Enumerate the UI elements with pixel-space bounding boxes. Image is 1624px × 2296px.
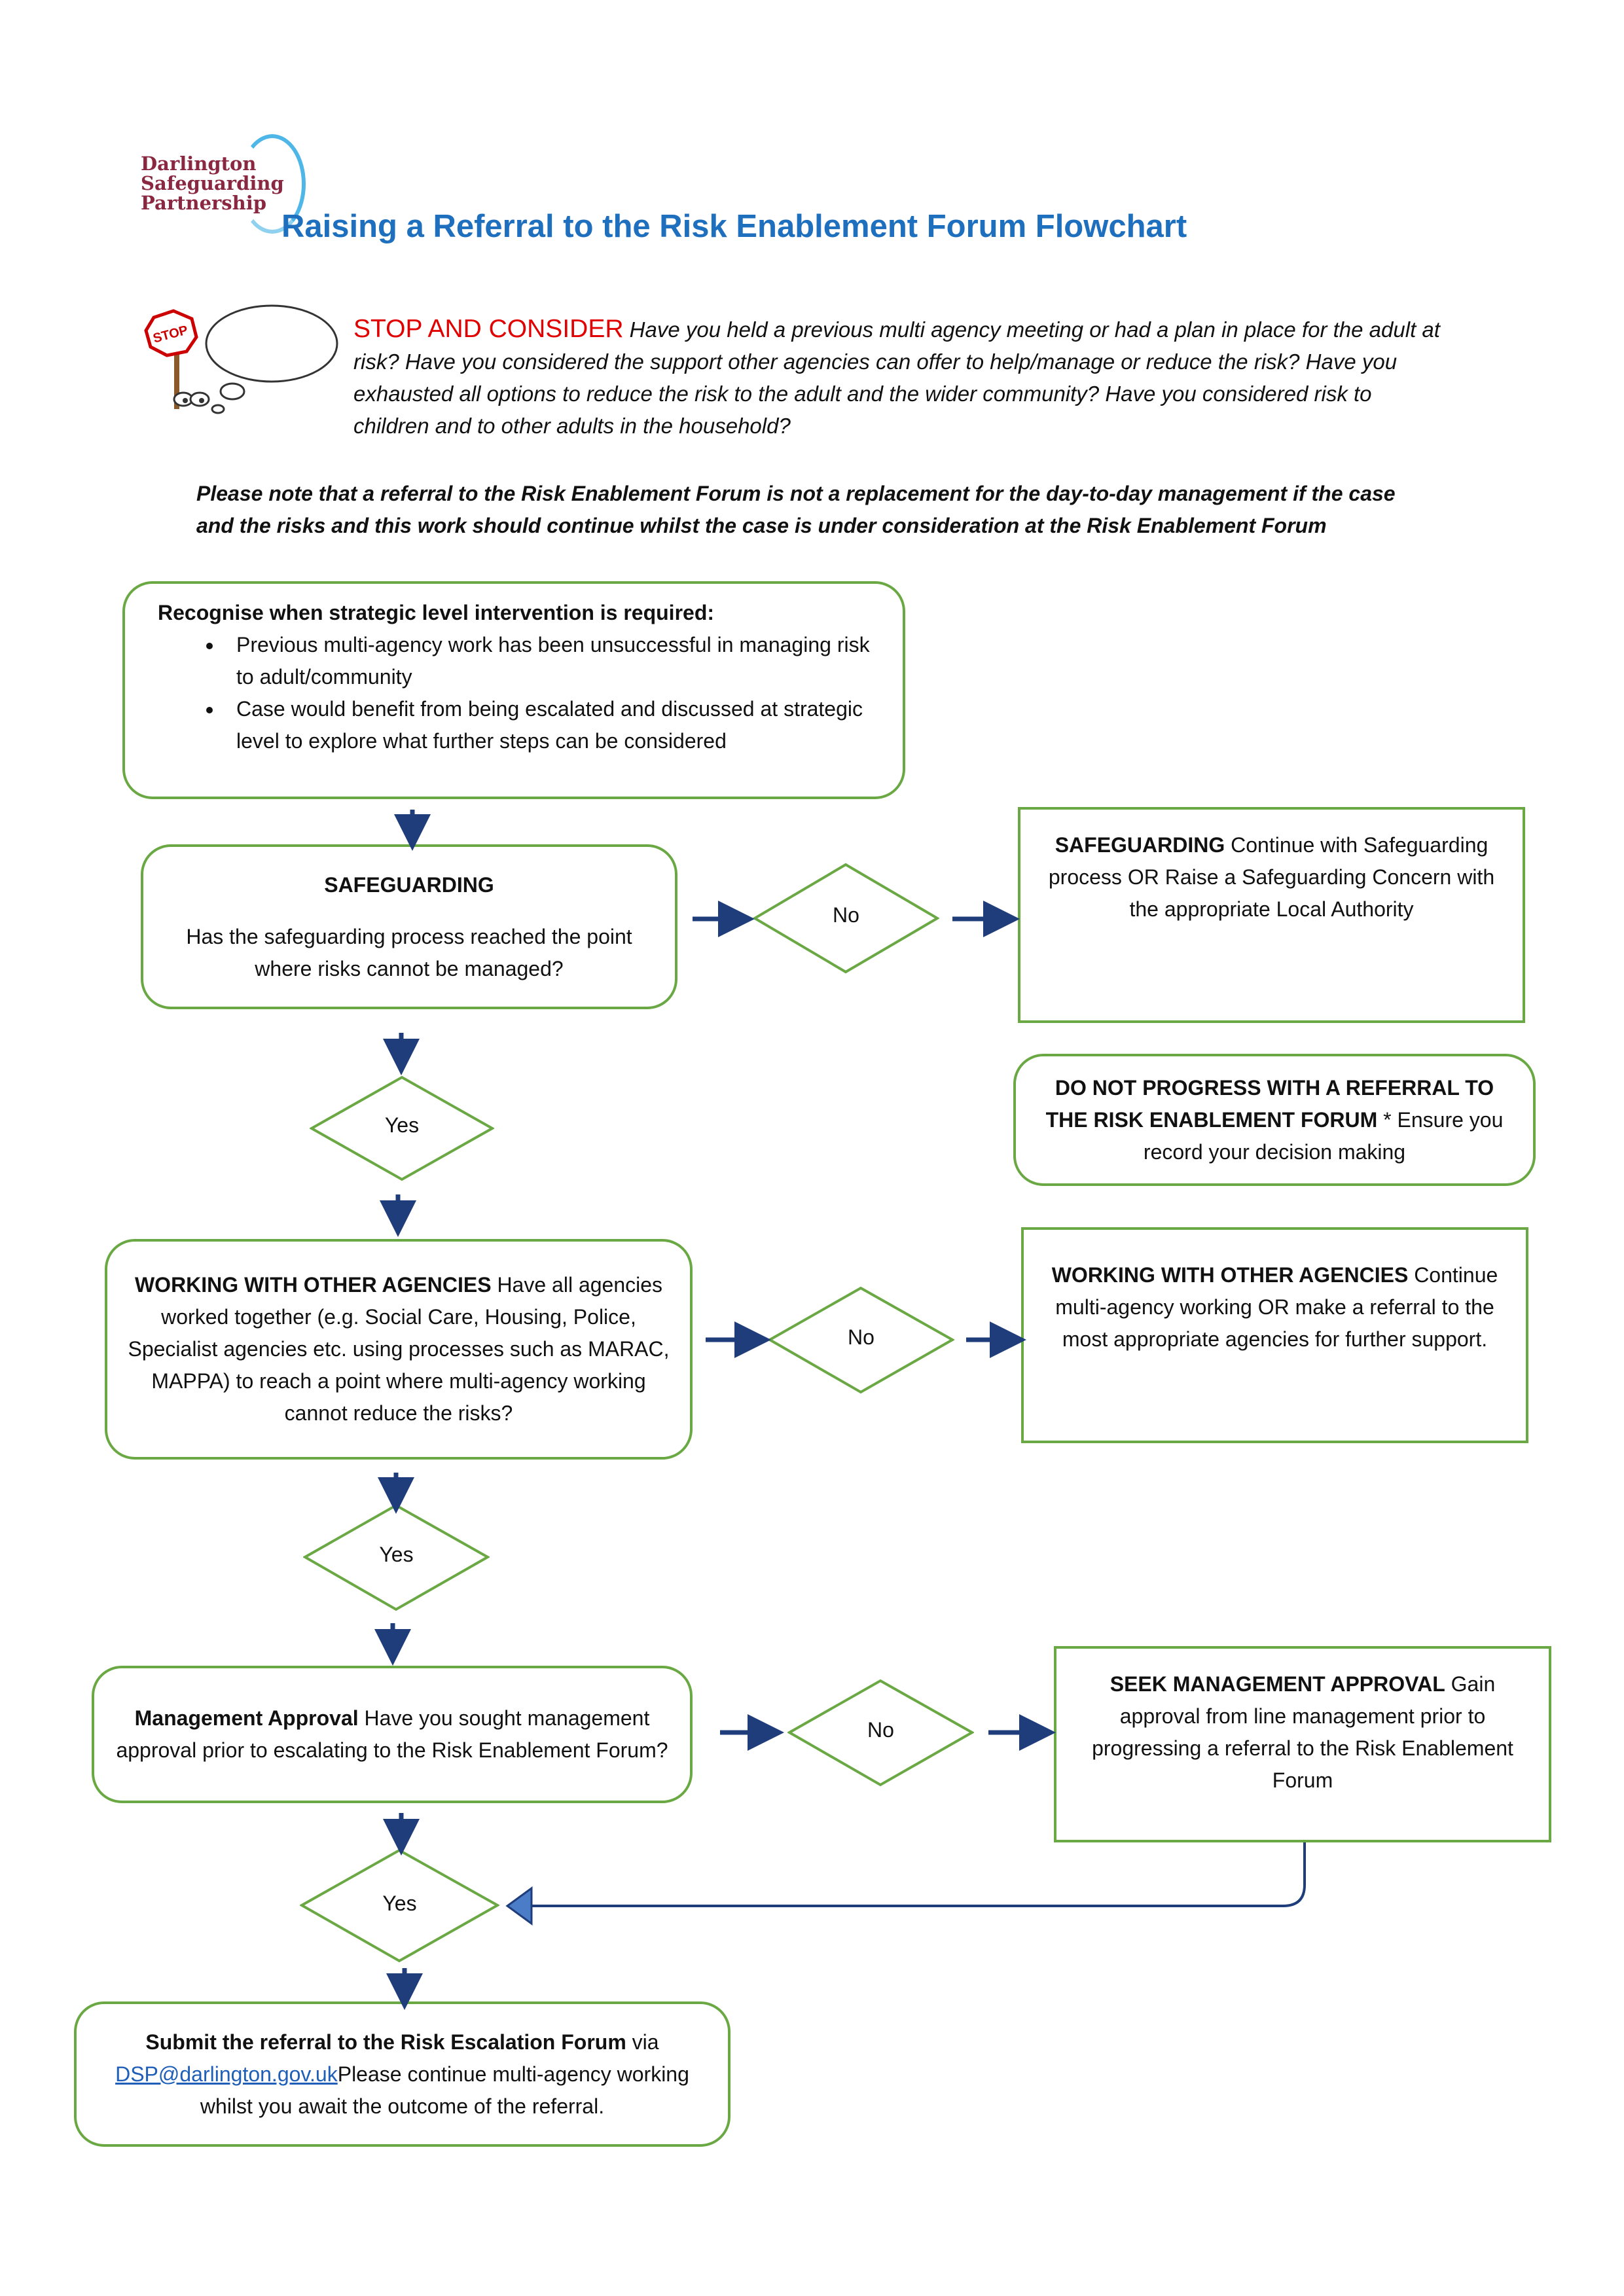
note-text: Please note that a referral to the Risk …	[196, 482, 1396, 537]
page-title: Raising a Referral to the Risk Enablemen…	[281, 209, 1187, 244]
logo-text: Darlington Safeguarding Partnership	[141, 154, 284, 213]
return-arrow-head	[505, 1886, 533, 1926]
agencies-no-decision: No	[768, 1286, 954, 1394]
return-arrow-line	[530, 1842, 1306, 1907]
submit-heading: Submit the referral to the Risk Escalati…	[145, 2030, 626, 2054]
safeguarding-no-decision: No	[753, 863, 939, 974]
logo-line3: Partnership	[141, 192, 267, 214]
recognise-box: Recognise when strategic level intervent…	[122, 581, 905, 799]
decision-no-label: No	[867, 1718, 894, 1742]
do-not-progress-text: * Ensure you record your decision making	[1143, 1107, 1504, 1164]
management-no-decision: No	[787, 1679, 974, 1787]
seek-approval-text: Gain approval from line management prior…	[1092, 1672, 1513, 1792]
recognise-heading: Recognise when strategic level intervent…	[158, 601, 715, 624]
submit-via: via	[626, 2030, 659, 2054]
decision-yes-label: Yes	[379, 1543, 414, 1566]
agencies-question-box: WORKING WITH OTHER AGENCIES Have all age…	[105, 1239, 693, 1460]
recognise-bullet-1: Previous multi-agency work has been unsu…	[223, 629, 870, 693]
management-heading: Management Approval	[134, 1706, 359, 1730]
submit-email-link[interactable]: DSP@darlington.gov.uk	[115, 2062, 338, 2086]
agencies-heading: WORKING WITH OTHER AGENCIES	[134, 1273, 492, 1297]
decision-no-label: No	[848, 1325, 875, 1349]
management-approval-box: Management Approval Have you sought mana…	[92, 1666, 693, 1803]
stop-and-consider-body: Have you held a previous multi agency me…	[353, 317, 1440, 438]
safeguarding-question-box: SAFEGUARDING Has the safeguarding proces…	[141, 844, 677, 1009]
stop-sign-illustration: STOP	[144, 304, 338, 414]
partnership-logo: Darlington Safeguarding Partnership	[141, 134, 306, 234]
seek-management-approval-box: SEEK MANAGEMENT APPROVAL Gain approval f…	[1054, 1646, 1551, 1842]
safeguarding-no-box: SAFEGUARDING Continue with Safeguarding …	[1018, 807, 1525, 1023]
decision-yes-label: Yes	[382, 1892, 417, 1915]
submit-text: Please continue multi-agency working whi…	[200, 2062, 689, 2118]
management-text: Have you sought management approval prio…	[116, 1706, 668, 1762]
agencies-text: Have all agencies worked together (e.g. …	[128, 1273, 670, 1425]
recognise-list: Previous multi-agency work has been unsu…	[158, 629, 870, 757]
safeguarding-yes-decision: Yes	[310, 1075, 494, 1181]
do-not-progress-box: DO NOT PROGRESS WITH A REFERRAL TO THE R…	[1013, 1054, 1536, 1186]
agencies-no-text: Continue multi-agency working OR make a …	[1055, 1263, 1498, 1351]
safeguarding-no-text: Continue with Safeguarding process OR Ra…	[1048, 833, 1495, 921]
logo-ring	[239, 134, 306, 234]
safeguarding-heading: SAFEGUARDING	[324, 872, 494, 897]
safeguarding-no-heading: SAFEGUARDING	[1055, 833, 1225, 857]
logo-line1: Darlington	[141, 152, 257, 175]
management-yes-decision: Yes	[300, 1848, 499, 1963]
recognise-bullet-2: Case would benefit from being escalated …	[223, 693, 870, 757]
agencies-no-box: WORKING WITH OTHER AGENCIES Continue mul…	[1021, 1227, 1528, 1443]
agencies-yes-decision: Yes	[303, 1503, 490, 1611]
stop-and-consider-text: STOP AND CONSIDER Have you held a previo…	[353, 313, 1440, 442]
agencies-no-heading: WORKING WITH OTHER AGENCIES	[1051, 1263, 1409, 1287]
do-not-progress-heading: DO NOT PROGRESS WITH A REFERRAL TO THE R…	[1045, 1075, 1494, 1132]
safeguarding-question: Has the safeguarding process reached the…	[186, 924, 632, 980]
decision-yes-label: Yes	[384, 1113, 420, 1137]
seek-approval-heading: SEEK MANAGEMENT APPROVAL	[1110, 1672, 1445, 1696]
decision-no-label: No	[833, 903, 859, 927]
submit-referral-box: Submit the referral to the Risk Escalati…	[74, 2001, 731, 2147]
logo-line2: Safeguarding	[141, 172, 284, 194]
stop-and-consider-heading: STOP AND CONSIDER	[353, 315, 624, 343]
